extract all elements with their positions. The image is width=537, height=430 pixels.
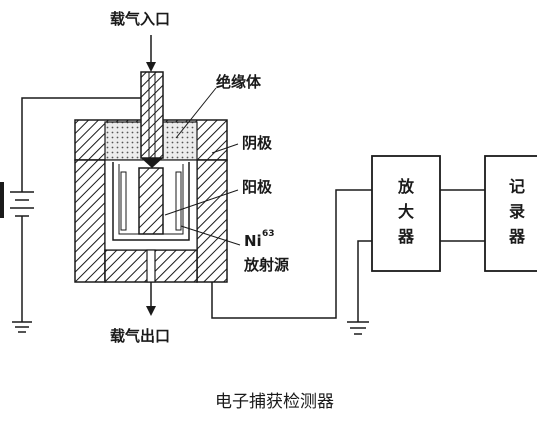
cathode-leader — [211, 143, 239, 154]
source-leader — [180, 225, 241, 246]
gas-outlet-channel — [146, 249, 156, 283]
radioactive-foil-right — [175, 171, 182, 231]
insulator-label: 绝缘体 — [216, 73, 262, 91]
source-element-label: Ni — [244, 232, 262, 250]
amplifier-label-char-3: 器 — [397, 227, 415, 246]
gas-inlet-label: 载气入口 — [110, 10, 170, 28]
cathode-label: 阴极 — [242, 134, 273, 152]
signal-wiring — [211, 189, 485, 335]
amplifier-label-char-1: 放 — [397, 177, 415, 196]
battery-side-fragment — [0, 182, 4, 218]
source-name-label: 放射源 — [243, 256, 289, 274]
radioactive-foil-left — [120, 171, 127, 231]
diagram-caption: 电子捕获检测器 — [215, 392, 334, 412]
gas-outlet-arrowhead — [146, 306, 156, 316]
recorder-label-char-2: 录 — [509, 202, 525, 221]
recorder-label-char-3: 器 — [508, 227, 526, 246]
anode-rod — [138, 71, 164, 235]
anode-label: 阳极 — [242, 178, 273, 196]
battery-circuit — [10, 97, 141, 333]
source-isotope-label: 63 — [262, 229, 275, 239]
anode-leader — [164, 189, 239, 216]
gas-inlet-arrowhead — [146, 62, 156, 72]
cathode-liner — [112, 162, 190, 241]
amplifier-label-char-2: 大 — [398, 202, 414, 221]
insulator-leader — [175, 87, 217, 139]
recorder-box — [484, 155, 537, 272]
gas-outlet-label: 载气出口 — [110, 327, 170, 345]
recorder-label-char-1: 记 — [509, 177, 525, 196]
amplifier-box — [371, 155, 441, 272]
